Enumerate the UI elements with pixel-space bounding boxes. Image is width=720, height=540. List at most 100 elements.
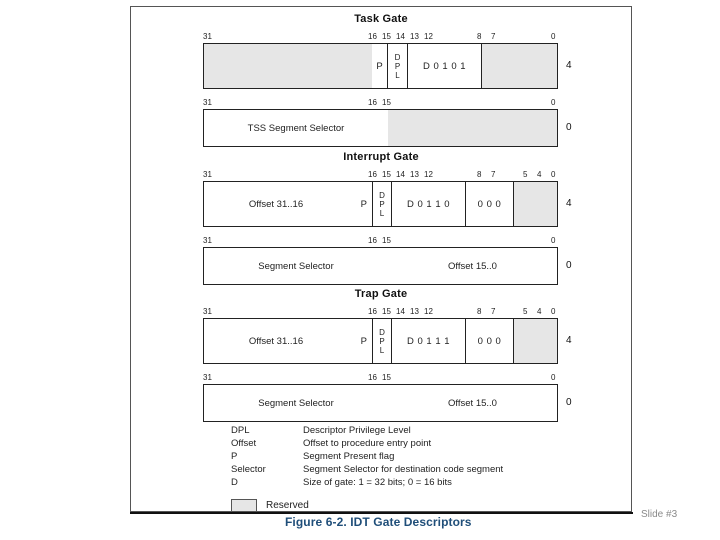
row-wrap-task-upper: P D P L D 0 1 0 1 4	[131, 43, 631, 89]
bit-label: 13	[410, 307, 419, 316]
bit-label: 31	[203, 236, 212, 245]
figure-caption: Figure 6-2. IDT Gate Descriptors	[285, 515, 472, 529]
cell-dpl: D P L	[388, 44, 408, 88]
bit-label: 8	[477, 32, 482, 41]
legend-row: Offset Offset to procedure entry point	[231, 438, 503, 451]
legend-row: D Size of gate: 1 = 32 bits; 0 = 16 bits	[231, 477, 503, 490]
bit-label: 16	[368, 373, 377, 382]
legend-term: Selector	[231, 464, 266, 475]
row-offset-trap-lower: 0	[566, 397, 572, 408]
reserved-label: Reserved	[266, 500, 309, 511]
bit-label: 31	[203, 32, 212, 41]
legend-row: Selector Segment Selector for destinatio…	[231, 464, 503, 477]
bit-label: 14	[396, 32, 405, 41]
legend-row: P Segment Present flag	[231, 451, 503, 464]
cell-present-flag: P	[360, 335, 367, 347]
cell-zero-bits: 0 0 0	[466, 319, 514, 363]
row-wrap-trap-lower: Segment Selector Offset 15..0 0	[131, 384, 631, 422]
cell-offset-high: Offset 31..16 P	[204, 319, 372, 363]
gate-block-interrupt-gate: Interrupt Gate 31 16 15 14 13 12 8 7 5 4…	[131, 151, 631, 285]
cell-reserved	[482, 44, 557, 88]
cell-type-bits: D 0 1 1 1	[392, 319, 466, 363]
gate-block-task-gate: Task Gate 31 16 15 14 13 12 8 7 0 P	[131, 13, 631, 147]
row-wrap-task-lower: TSS Segment Selector 0	[131, 109, 631, 147]
bit-label: 31	[203, 373, 212, 382]
bit-label: 15	[382, 170, 391, 179]
legend-term: Offset	[231, 438, 257, 449]
bit-label: 13	[410, 32, 419, 41]
dpl-letter: P	[379, 199, 385, 209]
bit-label: 12	[424, 170, 433, 179]
descriptor-row-trap-lower: Segment Selector Offset 15..0	[203, 384, 558, 422]
cell-reserved	[514, 182, 557, 226]
cell-zero-bits: 0 0 0	[466, 182, 514, 226]
cell-reserved	[514, 319, 557, 363]
reserved-swatch-icon	[231, 499, 257, 512]
bit-label: 4	[537, 170, 542, 179]
cell-offset-high-label: Offset 31..16	[248, 335, 304, 347]
bit-scale-interrupt-lower: 31 16 15 0	[131, 235, 631, 247]
cell-present-flag: P	[360, 198, 367, 210]
dpl-letter: D	[379, 327, 385, 337]
gate-title-task-gate: Task Gate	[354, 13, 408, 25]
legend-term: DPL	[231, 425, 250, 436]
bit-label: 0	[551, 170, 556, 179]
legend-description: Segment Selector for destination code se…	[303, 464, 504, 475]
gate-title-trap-gate: Trap Gate	[354, 288, 408, 300]
dpl-letter: D	[394, 52, 401, 62]
descriptor-row-interrupt-upper: Offset 31..16 P D P L D 0 1 1 0	[203, 181, 558, 227]
legend-row: DPL Descriptor Privilege Level	[231, 425, 503, 438]
cell-tss-segment-selector: TSS Segment Selector	[247, 122, 345, 134]
bit-label: 12	[424, 32, 433, 41]
bit-label: 16	[368, 170, 377, 179]
legend-description: Segment Present flag	[303, 451, 395, 462]
bit-label: 0	[551, 236, 556, 245]
row-offset-interrupt-lower: 0	[566, 260, 572, 271]
bit-label: 31	[203, 307, 212, 316]
frame-bottom-edge	[130, 512, 633, 514]
dpl-letter: L	[379, 345, 385, 355]
cell-offset-low: Offset 15..0	[448, 260, 497, 272]
row-offset-task-lower: 0	[566, 122, 572, 133]
dpl-letter: L	[395, 70, 400, 80]
bit-label: 5	[523, 170, 528, 179]
slide-number: Slide #3	[641, 509, 678, 520]
dpl-letter: D	[379, 190, 385, 200]
cell-reserved	[388, 110, 557, 146]
descriptor-row-task-lower: TSS Segment Selector	[203, 109, 558, 147]
dpl-letter: P	[379, 336, 385, 346]
bit-label: 14	[396, 307, 405, 316]
cell-reserved	[204, 44, 372, 88]
bit-label: 16	[368, 307, 377, 316]
row-offset-trap-upper: 4	[566, 335, 572, 346]
cell-offset-high-label: Offset 31..16	[248, 198, 304, 210]
cell-type-bits: D 0 1 0 1	[408, 44, 482, 88]
gate-title-interrupt-gate: Interrupt Gate	[343, 151, 419, 163]
legend-reserved-row: Reserved	[231, 499, 503, 512]
legend-description: Descriptor Privilege Level	[303, 425, 411, 436]
bit-label: 16	[368, 98, 377, 107]
cell-dpl: D P L	[372, 182, 392, 226]
dpl-stack: D P L	[379, 328, 385, 355]
bit-label: 4	[537, 307, 542, 316]
row-wrap-trap-upper: Offset 31..16 P D P L D 0 1 1 1	[131, 318, 631, 364]
row-wrap-interrupt-lower: Segment Selector Offset 15..0 0	[131, 247, 631, 285]
row-offset-task-upper: 4	[566, 60, 572, 71]
bit-label: 0	[551, 373, 556, 382]
bit-label: 8	[477, 307, 482, 316]
cell-offset-low: Offset 15..0	[448, 397, 497, 409]
row-offset-interrupt-upper: 4	[566, 198, 572, 209]
cell-dpl: D P L	[372, 319, 392, 363]
bit-label: 14	[396, 170, 405, 179]
bit-label: 15	[382, 98, 391, 107]
cell-segment-selector: Segment Selector	[258, 397, 334, 409]
figure-frame: Task Gate 31 16 15 14 13 12 8 7 0 P	[130, 6, 632, 512]
bit-scale-interrupt-upper: 31 16 15 14 13 12 8 7 5 4 0	[131, 169, 631, 181]
legend-term: P	[231, 451, 238, 462]
descriptor-row-interrupt-lower: Segment Selector Offset 15..0	[203, 247, 558, 285]
legend-table: DPL Descriptor Privilege Level Offset Of…	[231, 425, 503, 490]
descriptor-row-task-upper: P D P L D 0 1 0 1	[203, 43, 558, 89]
dpl-stack: D P L	[379, 191, 385, 218]
bit-label: 31	[203, 98, 212, 107]
bit-label: 7	[491, 307, 496, 316]
